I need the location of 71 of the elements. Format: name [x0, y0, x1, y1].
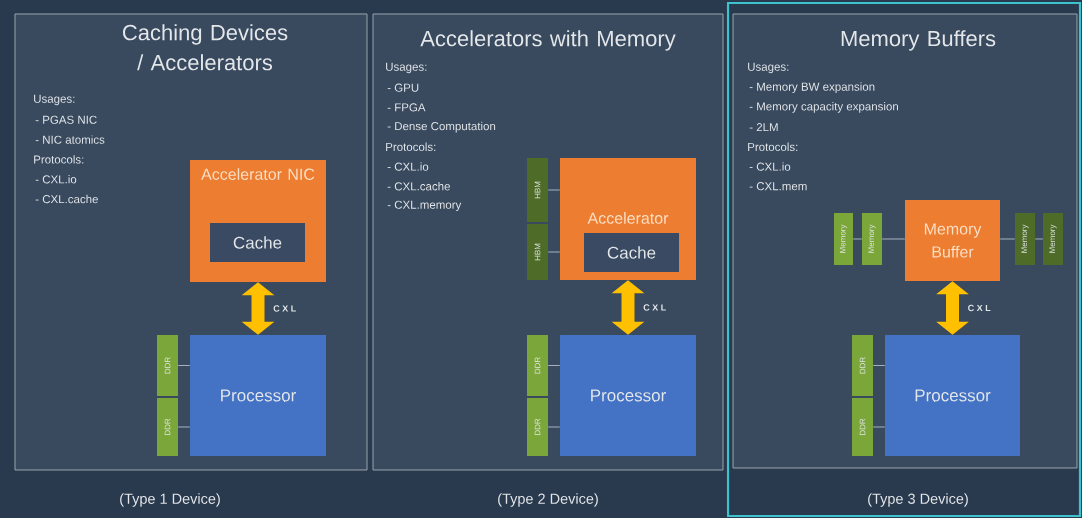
list-item: - CXL.io [35, 175, 77, 184]
cache-box: Cache [210, 223, 305, 262]
node-label: DDR [164, 418, 171, 435]
buffer-box: Memory Buffer [905, 200, 1000, 281]
double-arrow [611, 280, 645, 335]
list-item: - CXL.cache [387, 182, 450, 191]
list-item: - Dense Computation [387, 121, 496, 133]
memory-module: HBM [527, 158, 548, 222]
list-item: - 2LM [749, 123, 778, 132]
node-label: HBM [534, 181, 541, 199]
double-arrow [936, 281, 969, 335]
connector-line [547, 189, 561, 191]
list-item: - CXL.io [387, 162, 429, 171]
double-arrow [241, 282, 275, 335]
list-item: - GPU [387, 83, 419, 92]
connector-line [872, 365, 886, 366]
connector-line [547, 365, 561, 366]
node-label: HBM [534, 243, 541, 261]
memory-module: DDR [852, 335, 873, 396]
node-label: DDR [859, 418, 866, 435]
panel-title: Memory Buffers [841, 30, 996, 51]
list-heading: Protocols: [386, 142, 436, 151]
list-heading: Usages: [34, 94, 75, 106]
memory-module: DDR [527, 335, 548, 396]
edge-label: C X L [968, 304, 991, 312]
list-item: - CXL.cache [35, 194, 98, 204]
edge-label: C X L [643, 304, 666, 311]
list-heading: Usages: [748, 62, 789, 74]
list-heading: Protocols: [34, 155, 84, 164]
memory-module: DDR [157, 335, 178, 396]
list-item: - PGAS NIC [35, 115, 97, 124]
memory-module: Memory [862, 213, 882, 265]
connector-line [881, 238, 906, 240]
cache-box: Cache [584, 233, 679, 272]
list-item: - NIC atomics [35, 135, 105, 144]
connector-line [872, 426, 886, 428]
memory-module: HBM [527, 224, 548, 280]
list-item: - CXL.io [749, 162, 791, 171]
node-label: DDR [534, 357, 541, 374]
node-label: (Type 2 Device) [498, 493, 598, 507]
node-label: (Type 3 Device) [868, 493, 968, 507]
connector-line [177, 365, 191, 366]
connector-line [547, 426, 561, 428]
processor-box: Processor [190, 335, 326, 456]
memory-module: Memory [1015, 213, 1035, 265]
connector-line [547, 251, 561, 253]
memory-module: Memory [1043, 213, 1063, 265]
processor-box: Processor [560, 335, 696, 456]
list-item: - CXL.mem [749, 182, 807, 191]
list-heading: Usages: [386, 62, 427, 74]
node-label: DDR [164, 357, 171, 374]
memory-module: Memory [834, 213, 853, 265]
memory-module: DDR [852, 398, 873, 456]
list-heading: Protocols: [748, 142, 798, 151]
panel-title: Accelerators with Memory [420, 30, 676, 51]
list-item: - FPGA [387, 103, 426, 112]
list-item: - CXL.memory [387, 200, 462, 212]
memory-module: DDR [527, 398, 548, 456]
connector-line [852, 238, 863, 240]
memory-module: DDR [157, 398, 178, 456]
connector-line [1034, 238, 1044, 240]
processor-box: Processor [885, 335, 1020, 456]
node-label: (Type 1 Device) [120, 493, 220, 507]
connector-line [999, 238, 1016, 240]
node-label: DDR [534, 418, 541, 435]
list-item: - Memory capacity expansion [749, 102, 898, 113]
connector-line [177, 426, 191, 428]
edge-label: C X L [273, 305, 296, 312]
node-label: DDR [859, 357, 866, 374]
panel-title: Caching Devices / Accelerators [122, 24, 288, 71]
list-item: - Memory BW expansion [749, 82, 875, 94]
